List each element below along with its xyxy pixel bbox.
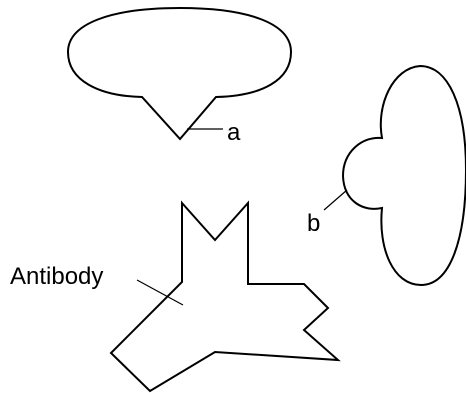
label-b-leader [323, 189, 348, 211]
antibody-shape [109, 200, 341, 393]
label-a: a [227, 119, 241, 146]
shape-b [341, 64, 466, 287]
label-b: b [307, 210, 320, 237]
antibody-leader [136, 279, 184, 306]
antibody-label: Antibody [10, 263, 103, 290]
shape-a [66, 6, 293, 141]
